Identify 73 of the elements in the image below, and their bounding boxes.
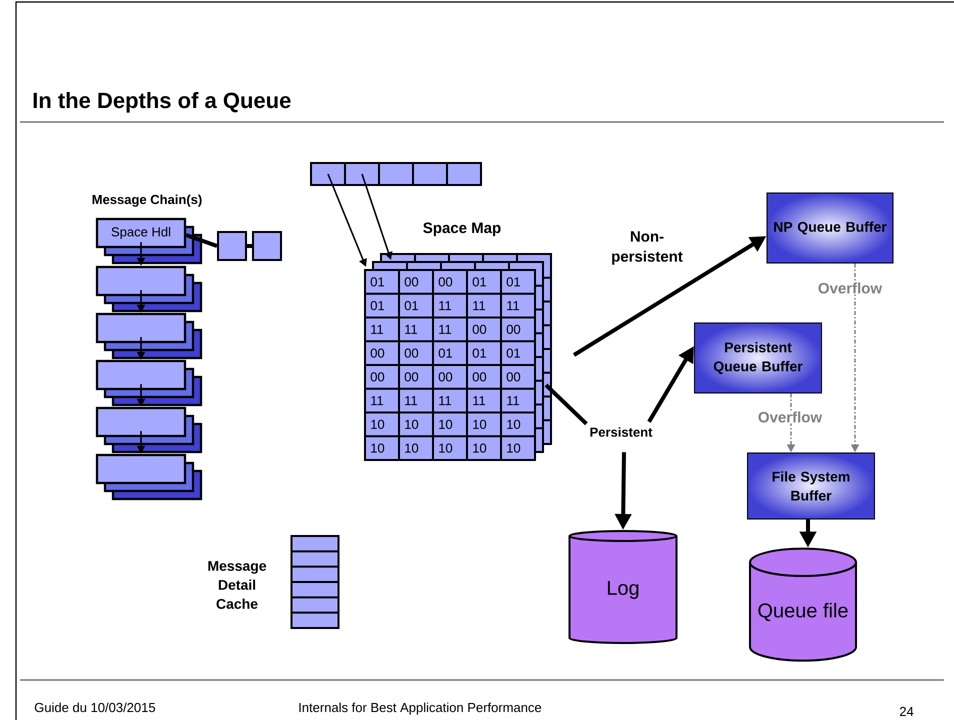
array-cell	[446, 162, 482, 186]
map-value: 10	[473, 420, 486, 429]
message-block-stack	[96, 312, 202, 360]
buffer-box: NP Queue Buffer	[766, 192, 894, 264]
map-value: 10	[405, 420, 418, 429]
map-value: 00	[370, 348, 384, 358]
map-value: 11	[405, 324, 418, 334]
map-value: 01	[506, 277, 520, 286]
message-block-stack	[96, 454, 202, 500]
map-value: 10	[439, 420, 452, 429]
edge-label: Non-persistent	[612, 231, 683, 265]
map-value: 10	[507, 444, 520, 453]
edge-label: Overflow	[818, 282, 882, 294]
message-block-stack	[96, 406, 202, 454]
map-value: 00	[506, 372, 520, 382]
map-value: 01	[472, 348, 486, 358]
array-cell	[412, 162, 448, 186]
buffer-box: File System Buffer	[747, 452, 875, 520]
map-value: 10	[473, 444, 486, 453]
path-label: Persistent	[590, 427, 652, 437]
array-cell	[378, 162, 414, 186]
link-square	[217, 231, 247, 261]
group-heading: Message Chain(s)	[92, 194, 202, 207]
footer-text: Internals for Best Application Performance	[299, 702, 542, 715]
map-value: 10	[507, 420, 520, 429]
map-value: 00	[370, 372, 384, 382]
array-cell	[310, 162, 346, 186]
map-value: 11	[439, 396, 452, 406]
edge-label: Overflow	[758, 412, 822, 422]
message-block-stack	[96, 360, 202, 406]
map-value: 01	[438, 348, 452, 358]
link-square	[252, 231, 282, 261]
footer-text: Guide du 10/03/2015	[34, 702, 156, 712]
message-block-stack	[96, 266, 202, 312]
storage-cylinder: Log	[568, 530, 678, 644]
cache-stack: Message Detail Cache	[208, 535, 340, 629]
map-value: 11	[439, 301, 452, 310]
map-value: 11	[405, 396, 418, 406]
map-value: 00	[472, 372, 486, 382]
connector-line	[544, 384, 588, 426]
map-value: 10	[371, 444, 384, 453]
array-cell	[344, 162, 380, 186]
map-value: 00	[438, 372, 452, 382]
map-value: 10	[439, 444, 452, 453]
message-block-stack: Space Hdl	[96, 218, 202, 264]
map-value: 00	[404, 372, 418, 382]
buffer-box: Persistent Queue Buffer	[694, 322, 822, 394]
map-value: 11	[439, 324, 452, 334]
map-value: 11	[371, 324, 384, 334]
storage-cylinder: Queue file	[749, 548, 857, 662]
map-value: 00	[506, 324, 520, 334]
map-value: 00	[404, 277, 418, 286]
map-value: 11	[473, 396, 486, 406]
map-value: 10	[405, 444, 418, 453]
map-value: 11	[473, 301, 486, 310]
map-value: 11	[507, 396, 520, 406]
map-value: 01	[472, 277, 486, 286]
map-value: 01	[506, 348, 520, 358]
connector-line	[247, 244, 252, 248]
map-value: 01	[370, 301, 384, 310]
map-value: 00	[472, 324, 486, 334]
map-value: 10	[371, 420, 384, 429]
slide-title: In the Depths of a Queue	[34, 92, 291, 113]
map-value: 11	[507, 301, 520, 310]
map-value: 01	[404, 301, 418, 310]
page-number: 24	[900, 706, 914, 716]
node-label: Space Map	[423, 222, 501, 236]
map-value: 00	[404, 348, 418, 358]
map-value: 11	[371, 396, 384, 406]
node-label: Message Detail Cache	[208, 561, 266, 609]
map-value: 01	[370, 277, 384, 286]
connector-line	[185, 233, 218, 248]
map-value: 00	[438, 277, 452, 286]
